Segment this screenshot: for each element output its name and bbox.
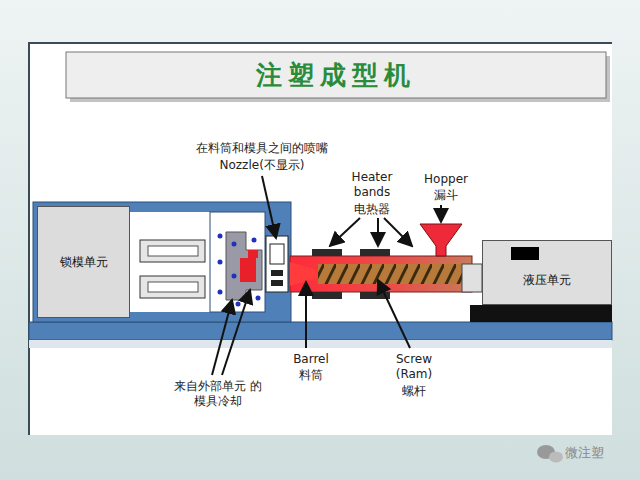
mold-platen — [210, 212, 265, 312]
hopper — [420, 224, 462, 256]
tie-bar-space — [130, 212, 210, 312]
coupling — [462, 264, 482, 292]
part-label: 在料筒和模具之间的喷嘴 — [167, 141, 357, 156]
part-label: 料筒 — [291, 368, 331, 383]
nozzle — [270, 244, 284, 264]
part-label: Barrel — [281, 352, 341, 367]
nozzle-detail — [271, 270, 283, 276]
hydraulic-base — [470, 305, 612, 322]
tie-bar — [140, 240, 205, 262]
unit-label: 液压单元 — [523, 272, 571, 289]
unit-label: 锁模单元 — [60, 254, 108, 271]
cooling-dots — [218, 234, 261, 307]
part-label: 螺杆 — [394, 384, 434, 399]
nozzle-detail — [271, 280, 283, 286]
unit-box: 液压单元 — [482, 240, 612, 305]
white-panel — [29, 43, 612, 435]
clamp-frame — [33, 202, 291, 322]
panel-edge — [29, 43, 612, 435]
part-label: Screw (Ram) — [386, 352, 442, 382]
tie-bar — [148, 282, 198, 292]
part-label: Nozzle(不显示) — [167, 158, 357, 173]
unit-box: 锁模单元 — [37, 206, 130, 318]
wechat-icon — [537, 445, 563, 463]
melt — [290, 262, 318, 286]
watermark: 微注塑 — [559, 445, 609, 460]
part-label: 漏斗 — [426, 188, 466, 203]
title-box — [66, 52, 606, 98]
machine-base — [29, 322, 612, 340]
nozzle-housing — [266, 236, 288, 292]
part-label: Heater bands — [344, 170, 400, 200]
leader-lines — [212, 176, 441, 375]
part-label: Hopper — [414, 172, 478, 187]
heater-bands — [312, 249, 390, 299]
part-label: 来自外部单元 的模具冷却 — [173, 379, 263, 409]
tie-bar — [140, 276, 205, 298]
screw — [318, 264, 464, 284]
slide-title: 注塑成型机 — [66, 52, 606, 98]
part-label: 电热器 — [342, 202, 402, 217]
mold — [226, 232, 262, 300]
tie-bar — [148, 246, 198, 256]
mold-cavity — [240, 250, 258, 282]
control-panel — [511, 247, 539, 260]
floor — [29, 340, 612, 348]
